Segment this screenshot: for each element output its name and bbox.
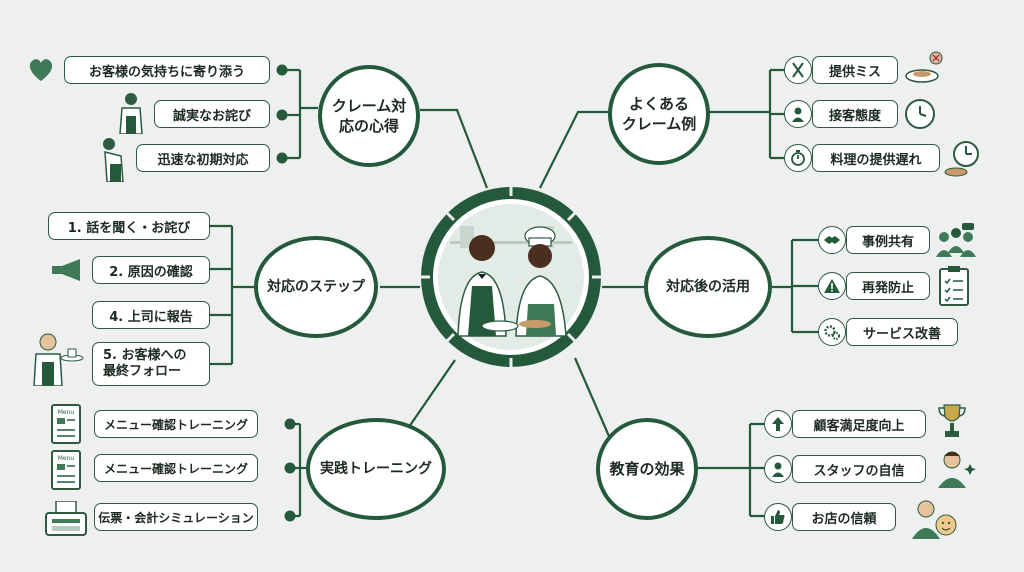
practice-item-billing-sim: 伝票・会計シミュレーション [94, 503, 258, 531]
arrow-up-icon [764, 410, 792, 438]
team-meeting-icon [934, 222, 978, 258]
waiter-tray-icon [28, 332, 84, 386]
thumbs-up-icon [764, 503, 792, 531]
timer-dish-icon [944, 138, 984, 178]
confident-staff-icon [936, 448, 976, 488]
practice-item-menu-check-1: メニュー確認トレーニング [94, 410, 258, 438]
bowing-staff-icon [98, 136, 132, 182]
effect-item-shop-trust: お店の信頼 [792, 503, 896, 531]
warning-icon [818, 272, 846, 300]
claim-item-delay: 料理の提供遅れ [812, 144, 940, 172]
after-item-case-sharing: 事例共有 [846, 226, 930, 254]
mindset-item-quick-response: 迅速な初期対応 [136, 144, 270, 172]
step-item-cause: 2. 原因の確認 [92, 256, 210, 284]
effect-item-staff-confidence: スタッフの自信 [792, 455, 926, 483]
svg-text:Menu: Menu [58, 455, 75, 462]
bowing-waiter-icon [114, 92, 148, 134]
mindset-item-apology: 誠実なお詫び [154, 100, 270, 128]
register-icon [44, 500, 88, 538]
claim-item-attitude: 接客態度 [812, 100, 898, 128]
person-icon [764, 455, 792, 483]
menu-card-icon: Menu [50, 404, 82, 444]
fork-knife-icon [784, 56, 812, 84]
center-illustration [420, 186, 602, 368]
step-item-report: 4. 上司に報告 [92, 301, 210, 329]
heart-icon [26, 56, 56, 84]
smiling-customers-icon [910, 496, 958, 540]
checklist-icon [936, 264, 972, 308]
step-item-followup: 5. お客様への 最終フォロー [92, 342, 210, 386]
hub-claim-mindset: クレーム対 応の心得 [318, 65, 420, 167]
hub-after-use: 対応後の活用 [644, 236, 772, 338]
step-item-listen: 1. 話を聞く・お詫び [48, 212, 210, 240]
hub-practice: 実践トレーニング [306, 418, 446, 520]
gears-icon [818, 318, 846, 346]
after-item-service-improvement: サービス改善 [846, 318, 958, 346]
effect-item-satisfaction: 顧客満足度向上 [792, 410, 926, 438]
megaphone-icon [48, 256, 88, 284]
after-item-prevention: 再発防止 [846, 272, 930, 300]
clock-icon [902, 96, 938, 132]
practice-item-menu-check-2: メニュー確認トレーニング [94, 454, 258, 482]
mindset-item-empathy: お客様の気持ちに寄り添う [64, 56, 270, 84]
hub-education-effect: 教育の効果 [596, 418, 698, 520]
trophy-icon [936, 402, 968, 442]
hub-common-claims: よくある クレーム例 [608, 63, 710, 165]
claim-item-serving-mistake: 提供ミス [812, 56, 898, 84]
person-icon [784, 100, 812, 128]
hub-steps: 対応のステップ [254, 236, 378, 338]
handshake-icon [818, 226, 846, 254]
spilled-plate-icon [904, 50, 944, 86]
svg-text:Menu: Menu [58, 409, 75, 416]
menu-card-icon: Menu [50, 450, 82, 490]
stopwatch-icon [784, 144, 812, 172]
